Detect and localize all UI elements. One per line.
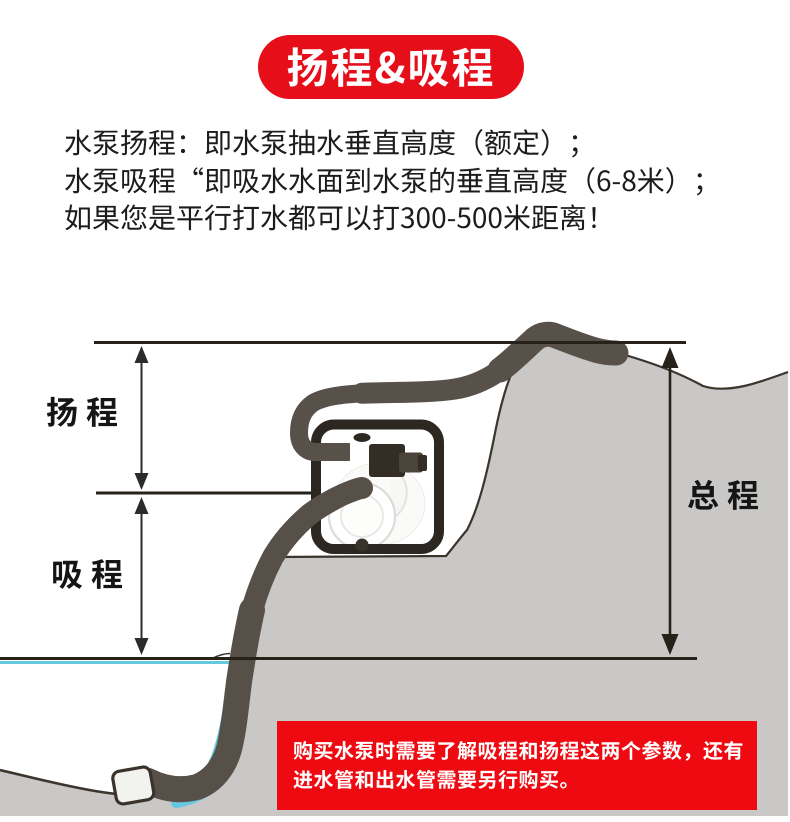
description-line-2: 水泵吸程“即吸水水面到水泵的垂直高度（6-8米）；: [64, 159, 721, 200]
drain-screw: [355, 538, 369, 552]
discharge-hose: [290, 321, 629, 461]
fuel-cap: [353, 433, 371, 442]
footnote-line-2: 进水管和出水管需要另行购买。: [293, 764, 580, 793]
suction-label: 吸程: [51, 550, 132, 596]
pond-water: [0, 658, 238, 798]
air-filter-block: [399, 452, 423, 473]
description-line-3: 如果您是平行打水都可以打300-500米距离！: [64, 197, 615, 237]
total-label: 总程: [687, 471, 768, 517]
title-text: 扬程&吸程: [286, 34, 496, 96]
footnote-box: 购买水泵时需要了解吸程和扬程这两个参数，还有 进水管和出水管需要另行购买。: [277, 721, 757, 810]
lift-label: 扬程: [46, 388, 127, 434]
total-arrow: [661, 347, 679, 655]
description-line-1: 水泵扬程：即水泵抽水垂直高度（额定）；: [64, 122, 597, 162]
suction-hose-upper: [241, 477, 373, 621]
footnote-line-1: 购买水泵时需要了解吸程和扬程这两个参数，还有: [293, 735, 744, 764]
foot-valve-strainer: [111, 765, 156, 806]
pump-frame: [311, 419, 444, 554]
description-paragraph: 水泵扬程：即水泵抽水垂直高度（额定）； 水泵吸程“即吸水水面到水泵的垂直高度（6…: [64, 122, 764, 237]
engine-block: [369, 444, 405, 477]
suction-arrow: [134, 497, 149, 655]
lift-arrow: [134, 346, 149, 490]
suction-hose-lower: [135, 597, 265, 803]
engine-block-end: [418, 455, 427, 471]
title-banner: 扬程&吸程: [258, 35, 524, 99]
